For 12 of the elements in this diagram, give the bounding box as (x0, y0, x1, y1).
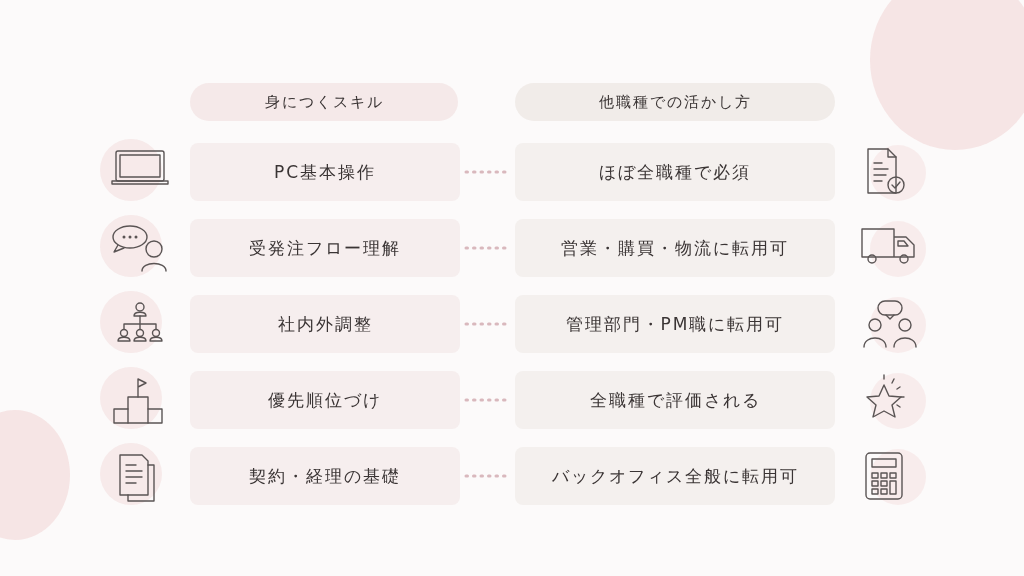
box-label: 社内外調整 (277, 312, 373, 336)
box-label: ほぼ全職種で必須 (599, 160, 751, 184)
box-label: 営業・購買・物流に転用可 (561, 236, 789, 260)
box-label: 管理部門・PM職に転用可 (565, 312, 785, 336)
box-label: 契約・経理の基礎 (249, 464, 401, 488)
box-label: 全職種で評価される (589, 388, 761, 412)
box-label: 他職種での活かし方 (598, 92, 752, 112)
box-label: バックオフィス全般に転用可 (551, 464, 799, 488)
box-label: 身につくスキル (264, 92, 384, 112)
box-label: 優先順位づけ (268, 388, 382, 412)
box-label: 受発注フロー理解 (249, 236, 401, 260)
box-label: PC基本操作 (273, 160, 377, 184)
